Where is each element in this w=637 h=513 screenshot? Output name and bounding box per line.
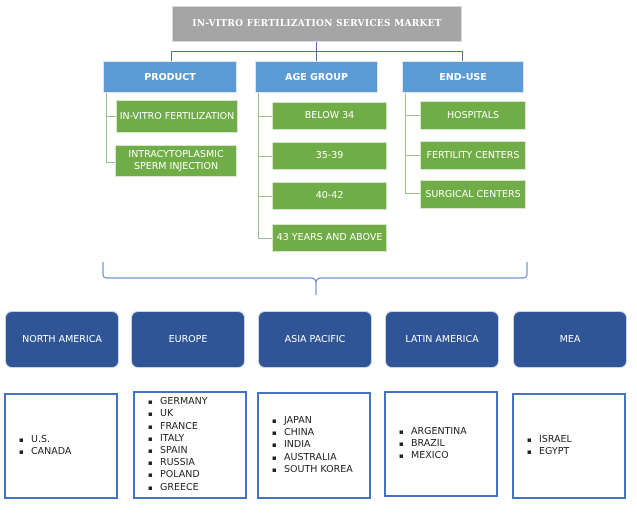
connector-horizontal <box>171 51 463 52</box>
region-label: LATIN AMERICA <box>405 334 479 345</box>
country-item: SOUTH KOREA <box>272 464 353 476</box>
tree-branch <box>106 162 116 163</box>
connector-end-use <box>462 51 463 61</box>
end-use-item-label: HOSPITALS <box>446 109 500 121</box>
region-asia-pacific[interactable]: ASIA PACIFIC <box>258 311 372 368</box>
segment-product[interactable]: PRODUCT <box>103 61 237 93</box>
country-list-latin-america: ARGENTINA BRAZIL MEXICO <box>384 391 498 497</box>
tree-branch <box>405 155 420 156</box>
tree-line-age-group <box>258 93 259 239</box>
product-item-ivf[interactable]: IN-VITRO FERTILIZATION <box>116 100 238 133</box>
country-item: CHINA <box>272 427 353 439</box>
country-item: UK <box>148 408 208 420</box>
country-item: FRANCE <box>148 421 208 433</box>
market-title: IN-VITRO FERTILIZATION SERVICES MARKET <box>192 19 442 29</box>
region-label: ASIA PACIFIC <box>284 334 346 345</box>
segment-end-use-label: END-USE <box>439 71 487 83</box>
country-item: GREECE <box>148 482 208 494</box>
end-use-item-fertility-centers[interactable]: FERTILITY CENTERS <box>420 141 526 170</box>
country-item: EGYPT <box>527 446 572 458</box>
product-item-icsi[interactable]: INTRACYTOPLASMIC SPERM INJECTION <box>115 145 237 177</box>
tree-branch <box>405 115 420 116</box>
age-item-label: 40-42 <box>315 190 344 201</box>
tree-line-product <box>106 93 107 163</box>
product-item-label: INTRACYTOPLASMIC SPERM INJECTION <box>128 149 224 172</box>
tree-branch <box>106 116 116 117</box>
age-item-35-39[interactable]: 35-39 <box>272 142 387 170</box>
age-item-below-34[interactable]: BELOW 34 <box>272 102 387 130</box>
region-latin-america[interactable]: LATIN AMERICA <box>385 311 499 368</box>
region-label: MEA <box>559 334 581 345</box>
market-title-box: IN-VITRO FERTILIZATION SERVICES MARKET <box>172 6 462 42</box>
country-list-europe: GERMANY UK FRANCE ITALY SPAIN RUSSIA POL… <box>133 391 247 499</box>
end-use-item-label: FERTILITY CENTERS <box>426 149 520 161</box>
tree-branch <box>258 238 272 239</box>
end-use-item-hospitals[interactable]: HOSPITALS <box>420 101 526 130</box>
age-item-label: BELOW 34 <box>304 110 355 121</box>
tree-line-end-use <box>405 93 406 194</box>
country-list-mea: ISRAEL EGYPT <box>512 393 626 499</box>
country-list-asia-pacific: JAPAN CHINA INDIA AUSTRALIA SOUTH KOREA <box>257 392 371 499</box>
segment-age-group[interactable]: AGE GROUP <box>255 61 378 93</box>
segment-product-label: PRODUCT <box>144 71 196 83</box>
region-mea[interactable]: MEA <box>513 311 627 368</box>
age-item-label: 43 YEARS AND ABOVE <box>276 232 383 243</box>
age-item-40-42[interactable]: 40-42 <box>272 182 387 210</box>
tree-branch <box>258 156 272 157</box>
country-item: JAPAN <box>272 415 353 427</box>
tree-branch <box>258 196 272 197</box>
country-item: INDIA <box>272 439 353 451</box>
brace-path <box>102 262 528 295</box>
connector-root-stem <box>316 42 317 52</box>
segment-end-use[interactable]: END-USE <box>402 61 524 93</box>
country-item: RUSSIA <box>148 457 208 469</box>
country-item: MEXICO <box>399 450 467 462</box>
country-item: SPAIN <box>148 445 208 457</box>
region-north-america[interactable]: NORTH AMERICA <box>5 311 119 368</box>
country-item: AUSTRALIA <box>272 452 353 464</box>
age-item-label: 35-39 <box>315 150 344 161</box>
region-label: EUROPE <box>168 334 208 345</box>
country-item: ARGENTINA <box>399 426 467 438</box>
age-item-43-above[interactable]: 43 YEARS AND ABOVE <box>272 224 387 252</box>
country-item: ISRAEL <box>527 434 572 446</box>
connector-age-group <box>316 51 317 61</box>
tree-branch <box>405 193 420 194</box>
country-item: U.S. <box>19 434 71 446</box>
country-item: CANADA <box>19 446 71 458</box>
tree-branch <box>258 116 272 117</box>
region-europe[interactable]: EUROPE <box>131 311 245 368</box>
region-label: NORTH AMERICA <box>22 334 102 345</box>
segment-age-group-label: AGE GROUP <box>285 71 348 83</box>
country-item: GERMANY <box>148 396 208 408</box>
country-item: BRAZIL <box>399 438 467 450</box>
end-use-item-surgical-centers[interactable]: SURGICAL CENTERS <box>420 180 526 209</box>
country-list-north-america: U.S. CANADA <box>4 393 118 499</box>
product-item-label: IN-VITRO FERTILIZATION <box>119 110 235 122</box>
country-item: POLAND <box>148 469 208 481</box>
connector-product <box>171 51 172 61</box>
end-use-item-label: SURGICAL CENTERS <box>425 188 521 200</box>
country-item: ITALY <box>148 433 208 445</box>
